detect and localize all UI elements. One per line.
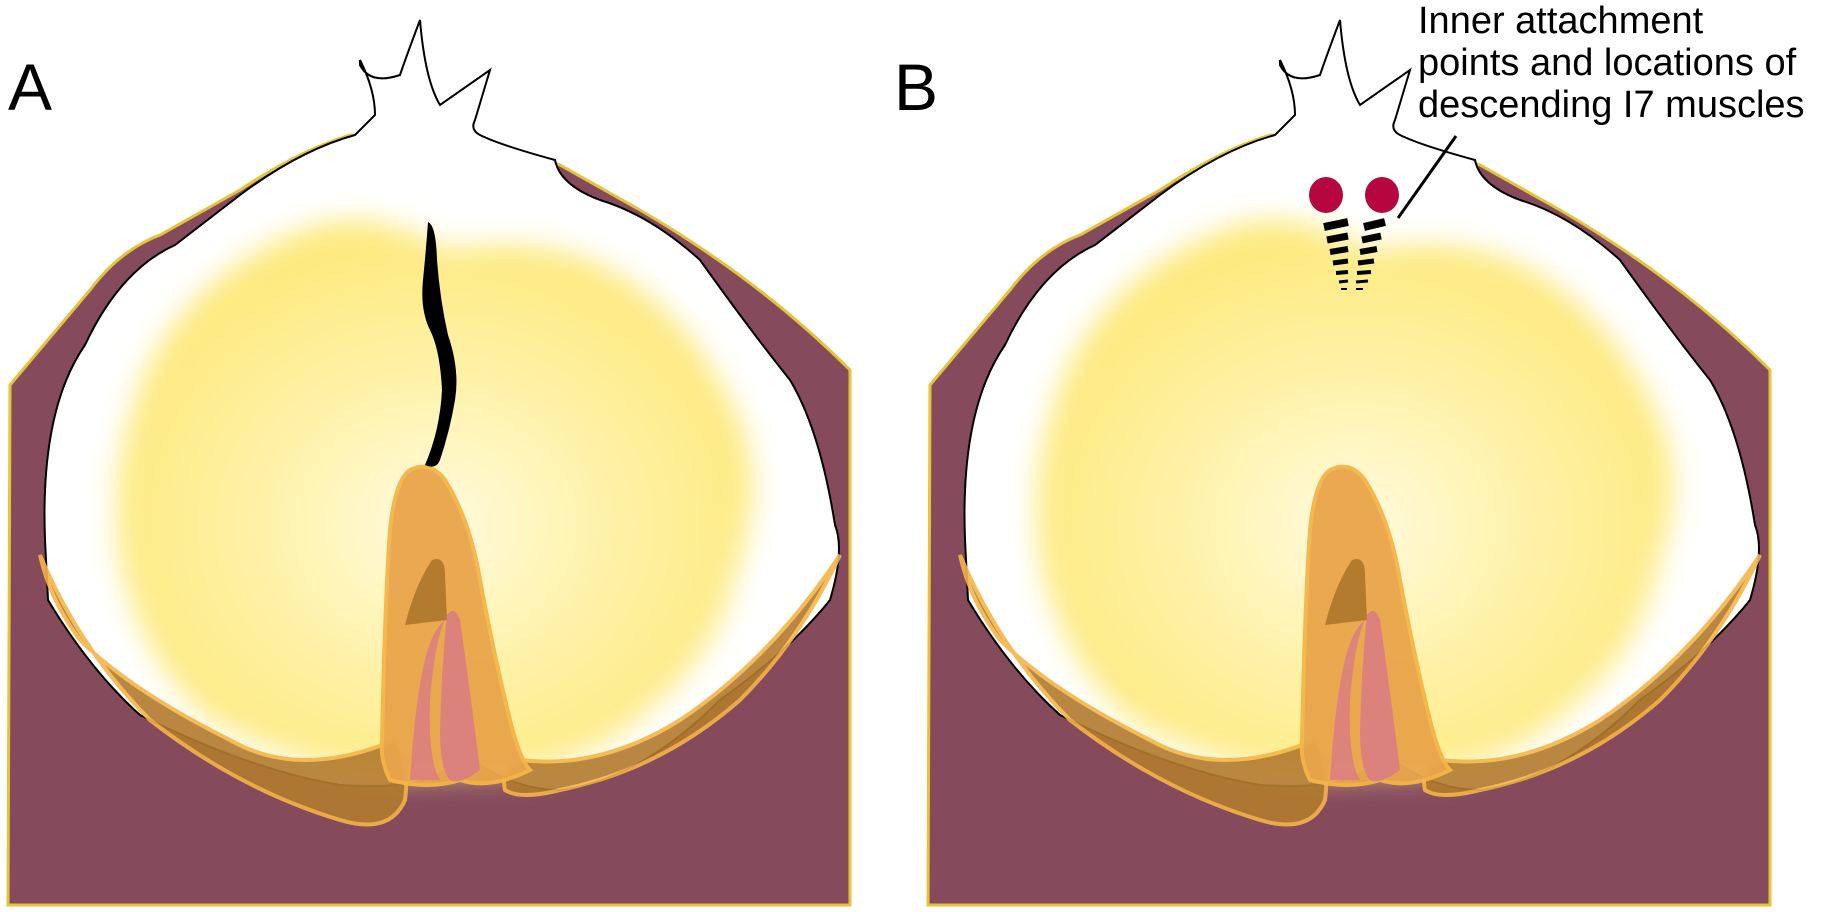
- red-dot-marker: [1365, 177, 1399, 213]
- dashed-descending-line: [1355, 218, 1386, 290]
- panel-letter-a: A: [8, 50, 52, 124]
- annotation-line-1: Inner attachment: [1418, 0, 1704, 42]
- black-channel-shape: [422, 222, 457, 467]
- red-dot-marker: [1309, 177, 1343, 213]
- annotation: Inner attachment points and locations of…: [1418, 0, 1805, 126]
- panel-letter-b: B: [894, 50, 938, 124]
- annotation-line-2: points and locations of: [1418, 42, 1797, 84]
- dashed-descending-line: [1323, 218, 1349, 290]
- tissue-cross-section-b: [928, 20, 1770, 905]
- panel-b: B: [894, 20, 1770, 905]
- annotation-line-3: descending I7 muscles: [1418, 84, 1805, 126]
- annotation-leader-line: [1396, 135, 1458, 219]
- panel-a: A: [8, 20, 850, 905]
